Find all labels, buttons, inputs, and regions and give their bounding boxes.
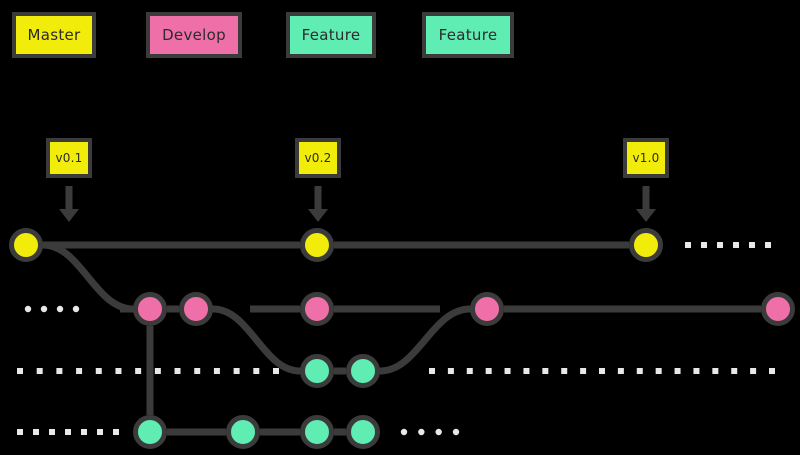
dotted-continuation-dot	[97, 429, 103, 435]
dotted-continuation-dot	[17, 429, 23, 435]
dotted-continuation-dot	[617, 368, 624, 374]
dotted-continuation-dot	[749, 242, 755, 248]
dotted-continuation-dot	[56, 368, 63, 374]
dotted-continuation-dot	[447, 368, 454, 374]
version-tag-arrow-head	[59, 209, 79, 222]
version-tag-label: v0.2	[304, 151, 332, 165]
dotted-continuation-dot	[523, 368, 530, 374]
dotted-continuation-dot	[599, 368, 605, 374]
version-tag-v1-0[interactable]: v1.0	[623, 138, 669, 178]
legend-box-feature-2[interactable]: Feature	[286, 12, 376, 58]
dotted-continuation-dot	[580, 368, 587, 374]
dotted-continuation-dot	[674, 368, 681, 374]
connector-feature-upper-to-develop-merge	[376, 305, 474, 375]
commit-node-feature-lower-0[interactable]	[133, 415, 167, 449]
dotted-continuation-dot	[685, 242, 691, 248]
dotted-continuation-dot	[636, 368, 643, 374]
connector-master-to-develop-branch	[39, 241, 137, 313]
commit-node-develop-4[interactable]	[761, 292, 795, 326]
commit-node-feature-lower-2[interactable]	[300, 415, 334, 449]
dotted-continuation-dot	[400, 428, 408, 436]
dotted-continuation-dot	[253, 368, 260, 374]
dotted-continuation-dot	[466, 368, 473, 374]
version-tag-arrow-head	[636, 209, 656, 222]
dotted-continuation-dot	[56, 305, 64, 313]
dotted-continuation-dot	[72, 305, 80, 313]
commit-node-feature-upper-0[interactable]	[300, 354, 334, 388]
dotted-continuation-dot	[435, 428, 442, 436]
version-tag-arrow-head	[308, 209, 328, 222]
dotted-continuation-dot	[40, 305, 48, 313]
legend-label: Develop	[162, 26, 226, 44]
commit-node-master-1[interactable]	[300, 228, 334, 262]
version-tag-v0-1[interactable]: v0.1	[46, 138, 92, 178]
commit-node-develop-0[interactable]	[133, 292, 167, 326]
commit-node-master-2[interactable]	[629, 228, 663, 262]
dotted-continuation-dot	[17, 368, 23, 374]
dotted-continuation-dot	[717, 242, 723, 248]
dotted-continuation-dot	[233, 368, 240, 374]
dotted-continuation-dot	[750, 368, 757, 374]
dotted-continuation-dot	[561, 368, 568, 374]
dotted-continuation-dot	[693, 368, 700, 374]
commit-node-feature-lower-3[interactable]	[346, 415, 380, 449]
commit-node-develop-1[interactable]	[179, 292, 213, 326]
dotted-continuation-dot	[731, 368, 738, 374]
dotted-continuation-dot	[701, 242, 707, 248]
dotted-continuation-dot	[49, 429, 55, 435]
legend-box-develop-1[interactable]: Develop	[146, 12, 242, 58]
dotted-continuation-dot	[273, 368, 279, 374]
dotted-continuation-dot	[733, 242, 739, 248]
legend-label: Feature	[438, 26, 498, 44]
dotted-continuation-dot	[65, 429, 71, 435]
dotted-continuation-dot	[95, 368, 102, 374]
legend-label: Master	[27, 26, 81, 44]
legend-label: Feature	[301, 26, 361, 44]
dotted-continuation-dot	[24, 305, 32, 313]
dotted-continuation-dot	[36, 368, 43, 374]
dotted-continuation-dot	[194, 368, 201, 374]
dotted-continuation-dot	[174, 368, 181, 374]
connector-develop-to-feature-upper	[209, 305, 304, 375]
dotted-continuation-dot	[542, 368, 549, 374]
commit-node-develop-3[interactable]	[470, 292, 504, 326]
dotted-continuation-dot	[769, 368, 775, 374]
commit-node-develop-2[interactable]	[300, 292, 334, 326]
version-tag-label: v0.1	[55, 151, 83, 165]
dotted-continuation-dot	[429, 368, 435, 374]
dotted-continuation-dot	[81, 429, 87, 435]
commit-node-master-0[interactable]	[9, 228, 43, 262]
dotted-continuation-dot	[115, 368, 122, 374]
dotted-continuation-dot	[504, 368, 511, 374]
dotted-continuation-dot	[765, 242, 771, 248]
legend-box-master-0[interactable]: Master	[12, 12, 96, 58]
legend-box-feature-3[interactable]: Feature	[422, 12, 514, 58]
version-tag-v0-2[interactable]: v0.2	[295, 138, 341, 178]
dotted-continuation-dot	[452, 428, 460, 436]
commit-node-feature-upper-1[interactable]	[346, 354, 380, 388]
dotted-continuation-dot	[135, 368, 142, 374]
commit-node-feature-lower-1[interactable]	[226, 415, 260, 449]
dotted-continuation-dot	[418, 428, 425, 436]
version-tag-label: v1.0	[632, 151, 660, 165]
dotted-continuation-dot	[213, 368, 220, 374]
dotted-continuation-dot	[712, 368, 719, 374]
dotted-continuation-dot	[113, 429, 119, 435]
dotted-continuation-dot	[485, 368, 492, 374]
dotted-continuation-dot	[76, 368, 83, 374]
dotted-continuation-dot	[154, 368, 161, 374]
dotted-continuation-dot	[33, 429, 39, 435]
dotted-continuation-dot	[655, 368, 662, 374]
